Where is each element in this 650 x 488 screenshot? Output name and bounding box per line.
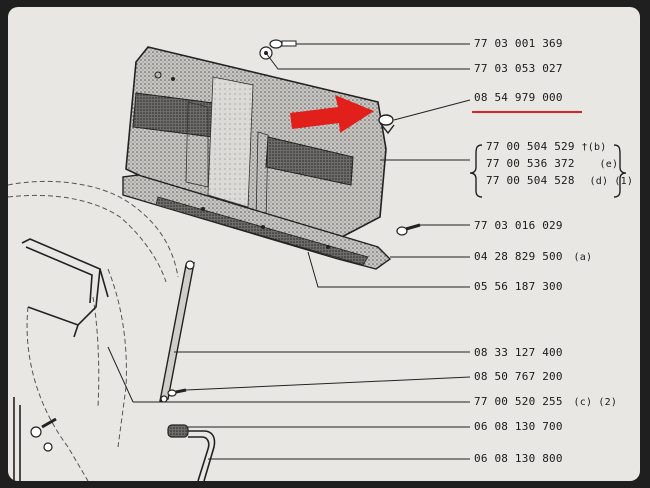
brace-right-icon bbox=[613, 144, 627, 198]
clip-part bbox=[378, 114, 395, 135]
part-number: 08 50 767 200 bbox=[474, 370, 563, 383]
part-number: 77 03 016 029 bbox=[474, 219, 563, 232]
part-number: 77 00 504 529 bbox=[486, 140, 575, 153]
part-number: 77 00 504 528 bbox=[486, 174, 575, 187]
bent-rod bbox=[188, 430, 216, 481]
part-number: 77 03 053 027 bbox=[474, 62, 563, 75]
catalog-page: 77 03 001 369 77 03 053 027 08 54 979 00… bbox=[8, 7, 640, 481]
lower-rail bbox=[122, 174, 392, 270]
part-number-row: 77 03 016 029 bbox=[474, 219, 563, 232]
part-number-row: 08 50 767 200 bbox=[474, 370, 563, 383]
part-number: 77 03 001 369 bbox=[474, 37, 563, 50]
left-bracket bbox=[13, 397, 21, 481]
part-number: 77 00 536 372 bbox=[486, 157, 575, 170]
part-number-row: 06 08 130 700 bbox=[474, 420, 563, 433]
part-number-row: 77 03 053 027 bbox=[474, 62, 563, 75]
part-number: 06 08 130 700 bbox=[474, 420, 563, 433]
part-number: 06 08 130 800 bbox=[474, 452, 563, 465]
part-number-row: 77 00 536 372 (e) bbox=[486, 157, 618, 170]
exploded-parts-diagram bbox=[8, 39, 627, 481]
part-note: (c) (2) bbox=[573, 397, 618, 408]
screw-mid bbox=[396, 223, 421, 236]
part-number: 05 56 187 300 bbox=[474, 280, 563, 293]
part-number-row: 06 08 130 800 bbox=[474, 452, 563, 465]
part-number: 04 28 829 500 bbox=[474, 250, 563, 263]
part-number-row: 04 28 829 500 (a) bbox=[474, 250, 592, 263]
bolt-left bbox=[30, 417, 57, 452]
red-arrow-icon bbox=[290, 95, 374, 133]
screw-top bbox=[269, 39, 297, 49]
part-number-row: 08 33 127 400 bbox=[474, 346, 563, 359]
leader-lines bbox=[107, 43, 471, 460]
part-number-row: 77 00 504 528 (d) (1) bbox=[486, 174, 633, 187]
part-number-row-highlighted: 08 54 979 000 bbox=[474, 91, 563, 104]
part-number: 77 00 520 255 bbox=[474, 395, 563, 408]
part-note: †(b) bbox=[581, 142, 607, 153]
body-outline bbox=[8, 180, 179, 481]
part-number-row: 77 03 001 369 bbox=[474, 37, 563, 50]
part-number: 08 33 127 400 bbox=[474, 346, 563, 359]
part-number-row: 77 00 520 255 (c) (2) bbox=[474, 395, 617, 408]
brace-icon bbox=[469, 144, 483, 198]
wire-frame bbox=[21, 238, 109, 338]
spring-part bbox=[167, 424, 189, 438]
highlight-underline bbox=[472, 111, 582, 113]
part-number-row: 05 56 187 300 bbox=[474, 280, 563, 293]
part-note: (a) bbox=[573, 252, 593, 263]
part-number: 08 54 979 000 bbox=[474, 91, 563, 104]
screw-low bbox=[167, 388, 187, 397]
part-number-row: 77 00 504 529 †(b) bbox=[486, 140, 606, 153]
part-note: (d) (1) bbox=[589, 176, 634, 187]
support-rod bbox=[159, 260, 195, 403]
part-note: (e) bbox=[599, 159, 619, 170]
